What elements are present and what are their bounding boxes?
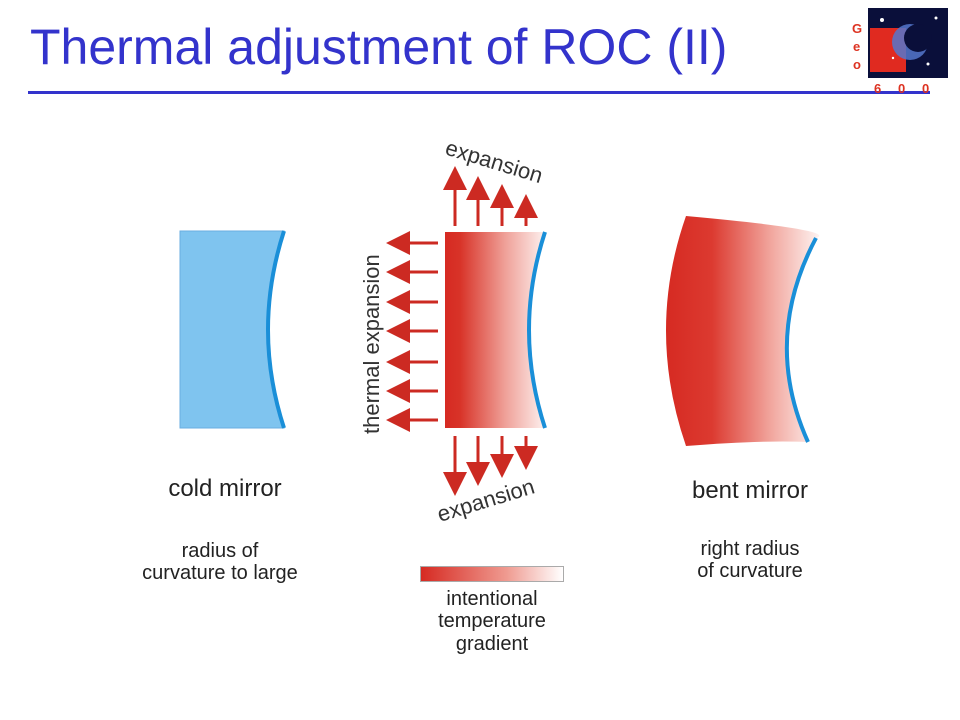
expansion-bottom-label: expansion [434,474,537,527]
cold-mirror-surface [266,230,286,429]
gradient-legend-line: gradient [455,632,529,655]
logo-star [880,18,884,22]
logo-letter: 6 [874,81,882,96]
geo600-logo: G e o 6 0 0 [848,8,948,98]
bent-mirror-note-line: of curvature [697,560,803,583]
bent-mirror-note-line: right radius [700,538,800,560]
slide-title: Thermal adjustment of ROC (II) [30,19,728,75]
thermal-expansion-arrows [386,231,438,432]
thermal-expansion-label: thermal expansion [359,254,384,434]
expansion-arrows-up [443,166,538,226]
cold-mirror-note-line: curvature to large [142,562,298,585]
logo-letter: G [852,21,863,36]
logo-letter: o [853,57,861,72]
logo-letter: e [853,39,861,54]
bent-mirror-note: right radius of curvature [650,538,850,583]
logo-letter: 0 [898,81,906,96]
gradient-legend-label: intentional temperature gradient [400,588,584,655]
logo-star [891,56,895,60]
logo-planet-shadow [904,24,932,52]
heated-mirror-surface [527,231,547,429]
logo-graphic [868,8,948,78]
cold-mirror-label: cold mirror [168,475,282,502]
gradient-legend-line: temperature [438,610,546,633]
gradient-legend-line: intentional [446,588,538,610]
title-underline [28,91,930,94]
gradient-legend-bar [420,566,564,582]
logo-star [934,16,938,20]
cold-mirror-note: radius of curvature to large [100,540,340,585]
bent-mirror-body [666,216,820,446]
expansion-top-label: expansion [443,135,546,188]
bent-mirror-surface [784,237,818,443]
cold-mirror-note-line: radius of [181,540,259,562]
expansion-arrows-down [443,436,538,496]
heated-mirror-body [445,232,545,428]
bent-mirror-label: bent mirror [691,477,809,504]
logo-star [926,62,930,66]
logo-letter: 0 [922,81,930,96]
